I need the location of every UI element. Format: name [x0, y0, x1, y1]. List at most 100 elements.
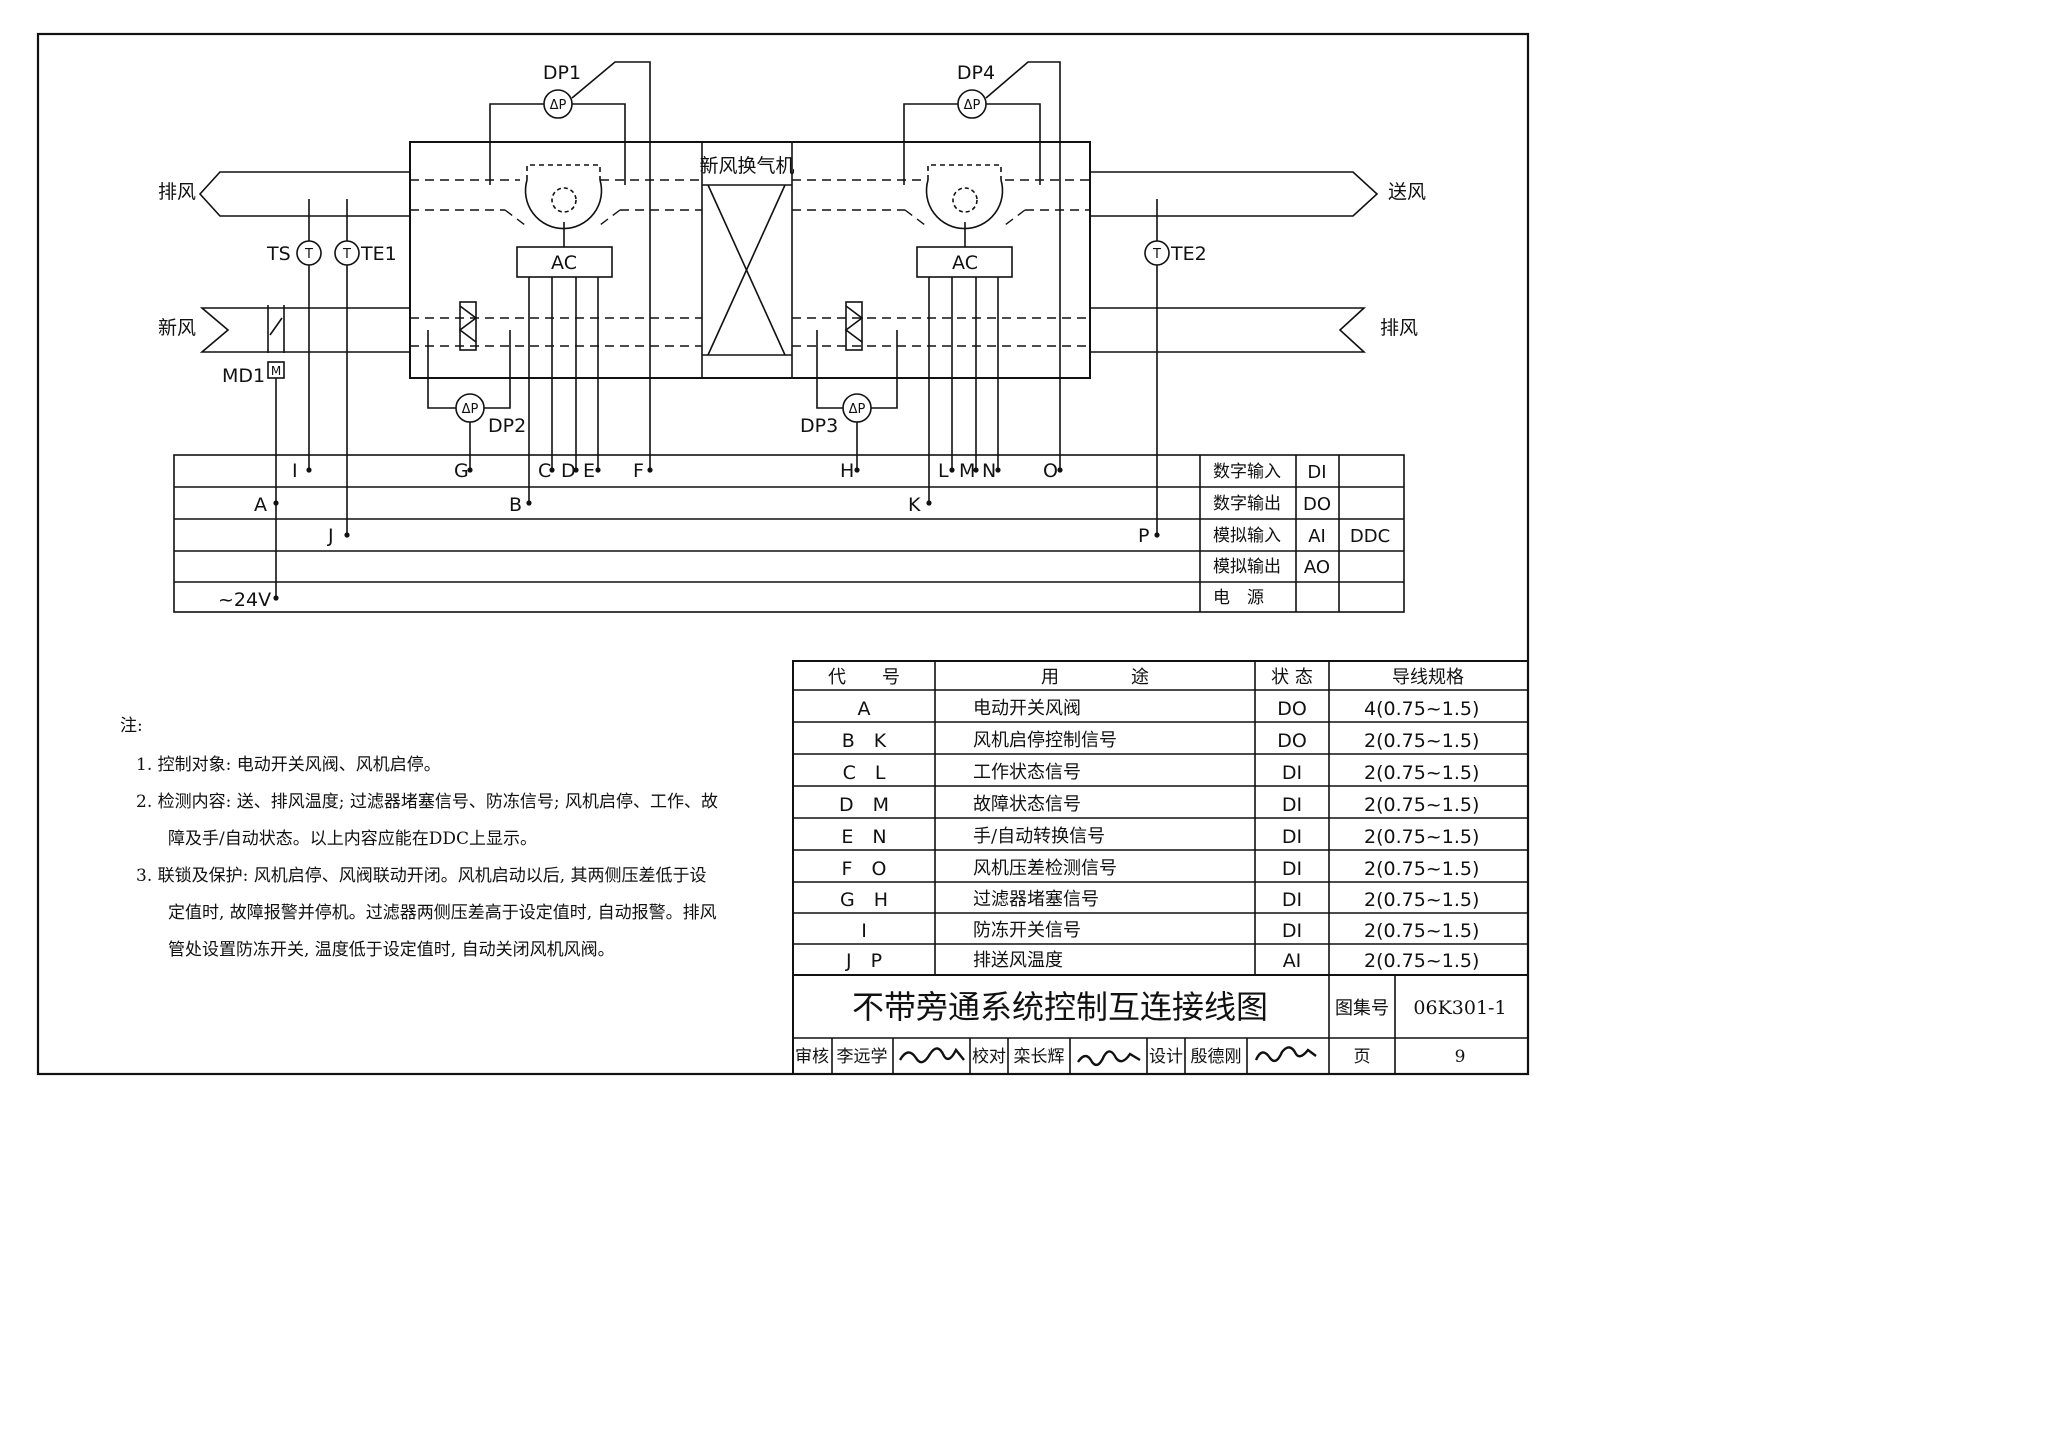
review-label: 审核	[795, 1047, 829, 1067]
te2-label: TE2	[1170, 243, 1207, 265]
spec-header-purpose: 用 途	[1041, 667, 1149, 688]
dp1-symbol: ΔP	[550, 98, 567, 113]
review-name: 李远学	[837, 1047, 888, 1067]
spec-header-spec: 导线规格	[1392, 667, 1464, 688]
unit-box	[409, 141, 1091, 379]
spec-state: DI	[1282, 794, 1302, 816]
spec-state: DI	[1282, 858, 1302, 880]
exhaust-duct-bottom-right	[1090, 307, 1367, 353]
ddc-row-code-1: DI	[1307, 462, 1326, 483]
spec-purpose: 故障状态信号	[973, 794, 1081, 815]
supply-duct-top-right	[1090, 171, 1379, 217]
spec-state: DO	[1277, 730, 1307, 752]
note-item-2: 2. 检测内容: 送、排风温度; 过滤器堵塞信号、防冻信号; 风机启停、工作、故…	[136, 792, 719, 849]
check-name: 栾长辉	[1014, 1047, 1065, 1067]
spec-wire: 2(0.75~1.5)	[1364, 730, 1479, 752]
notes-heading: 注:	[120, 716, 143, 736]
spec-wire: 2(0.75~1.5)	[1364, 950, 1479, 972]
spec-header-state: 状 态	[1271, 667, 1313, 688]
dp2-symbol: ΔP	[462, 402, 479, 417]
spec-wire: 2(0.75~1.5)	[1364, 826, 1479, 848]
spec-row-2: B K 风机启停控制信号 DO 2(0.75~1.5)	[842, 730, 1480, 752]
ddc-bus-box	[173, 454, 1405, 613]
point-g: G	[454, 460, 469, 482]
spec-wire: 2(0.75~1.5)	[1364, 920, 1479, 942]
point-m: M	[959, 460, 975, 482]
spec-row-6: F O 风机压差检测信号 DI 2(0.75~1.5)	[842, 858, 1480, 880]
check-label: 校对	[972, 1047, 1006, 1067]
ddc-row-name-2: 数字输出	[1213, 494, 1281, 514]
connection-dots	[273, 467, 1160, 601]
spec-wire: 4(0.75~1.5)	[1364, 698, 1479, 720]
spec-state: DI	[1282, 889, 1302, 911]
dp1-label: DP1	[543, 62, 581, 84]
point-24v: ~24V	[218, 589, 271, 611]
point-c: C	[538, 460, 551, 482]
design-name: 殷德刚	[1191, 1047, 1242, 1067]
point-k: K	[908, 494, 921, 516]
te1-symbol: T	[342, 247, 351, 262]
filter-right	[844, 301, 864, 351]
spec-code: F O	[842, 858, 887, 880]
design-label: 设计	[1149, 1047, 1183, 1067]
spec-code: E N	[841, 826, 886, 848]
spec-state: DI	[1282, 826, 1302, 848]
spec-state: DI	[1282, 920, 1302, 942]
dp3-symbol: ΔP	[849, 402, 866, 417]
spec-row-4: D M 故障状态信号 DI 2(0.75~1.5)	[839, 794, 1479, 816]
spec-state: DI	[1282, 762, 1302, 784]
spec-row-7: G H 过滤器堵塞信号 DI 2(0.75~1.5)	[840, 889, 1479, 911]
spec-code: G H	[840, 889, 888, 911]
spec-purpose: 防冻开关信号	[973, 920, 1081, 941]
damper-motor-symbol: M	[271, 364, 281, 378]
ddc-row-name-5: 电 源	[1213, 588, 1264, 608]
point-b: B	[509, 494, 522, 516]
signature-check	[1077, 1050, 1141, 1067]
page-number: 9	[1455, 1047, 1466, 1067]
ddc-row-name-1: 数字输入	[1213, 462, 1281, 482]
ddc-row-code-3: AI	[1308, 526, 1326, 547]
signature-review	[898, 1047, 965, 1064]
point-f: F	[633, 460, 644, 482]
point-a: A	[254, 494, 267, 516]
ac-right-label: AC	[952, 252, 978, 274]
fan-right	[925, 164, 1004, 230]
ts-symbol: T	[304, 247, 313, 262]
spec-table	[792, 660, 1529, 1075]
spec-purpose: 风机压差检测信号	[973, 858, 1117, 879]
spec-code: D M	[839, 794, 889, 816]
point-n: N	[982, 460, 996, 482]
unit-title: 新风换气机	[699, 155, 794, 177]
ts-label: TS	[266, 243, 291, 265]
spec-wire: 2(0.75~1.5)	[1364, 858, 1479, 880]
note-item-3: 3. 联锁及保护: 风机启停、风阀联动开闭。风机启动以后, 其两侧压差低于设定值…	[136, 866, 717, 960]
filter-left	[458, 301, 478, 351]
spec-code: I	[861, 920, 867, 942]
exhaust-label-top: 排风	[158, 181, 196, 203]
exhaust-duct-top-left	[198, 171, 410, 217]
ddc-row-code-2: DO	[1303, 494, 1331, 515]
dp2-label: DP2	[488, 415, 526, 437]
ddc-label: DDC	[1350, 526, 1390, 547]
diagram-canvas: 新风换气机 排风 送风 新风 排风 DP1 DP4 DP2 DP3 TS TE1…	[36, 32, 1530, 1076]
dp3-label: DP3	[800, 415, 838, 437]
spec-table-rows: A 电动开关风阀 DO 4(0.75~1.5) B K 风机启停控制信号 DO …	[839, 698, 1479, 972]
point-j: J	[327, 525, 334, 547]
fresh-duct-bottom-left	[199, 307, 410, 353]
atlas-number: 06K301-1	[1413, 997, 1506, 1019]
fan-left	[524, 164, 603, 230]
spec-purpose: 过滤器堵塞信号	[973, 889, 1099, 910]
spec-row-9: J P 排送风温度 AI 2(0.75~1.5)	[845, 950, 1479, 972]
spec-row-1: A 电动开关风阀 DO 4(0.75~1.5)	[858, 698, 1480, 720]
supply-label: 送风	[1388, 181, 1426, 203]
signature-design	[1254, 1046, 1317, 1063]
page-label: 页	[1354, 1047, 1371, 1067]
point-o: O	[1043, 460, 1058, 482]
te1-label: TE1	[360, 243, 397, 265]
spec-wire: 2(0.75~1.5)	[1364, 889, 1479, 911]
point-h: H	[840, 460, 854, 482]
spec-wire: 2(0.75~1.5)	[1364, 762, 1479, 784]
point-i: I	[292, 460, 298, 482]
damper-md1	[267, 305, 285, 598]
spec-code: B K	[842, 730, 887, 752]
